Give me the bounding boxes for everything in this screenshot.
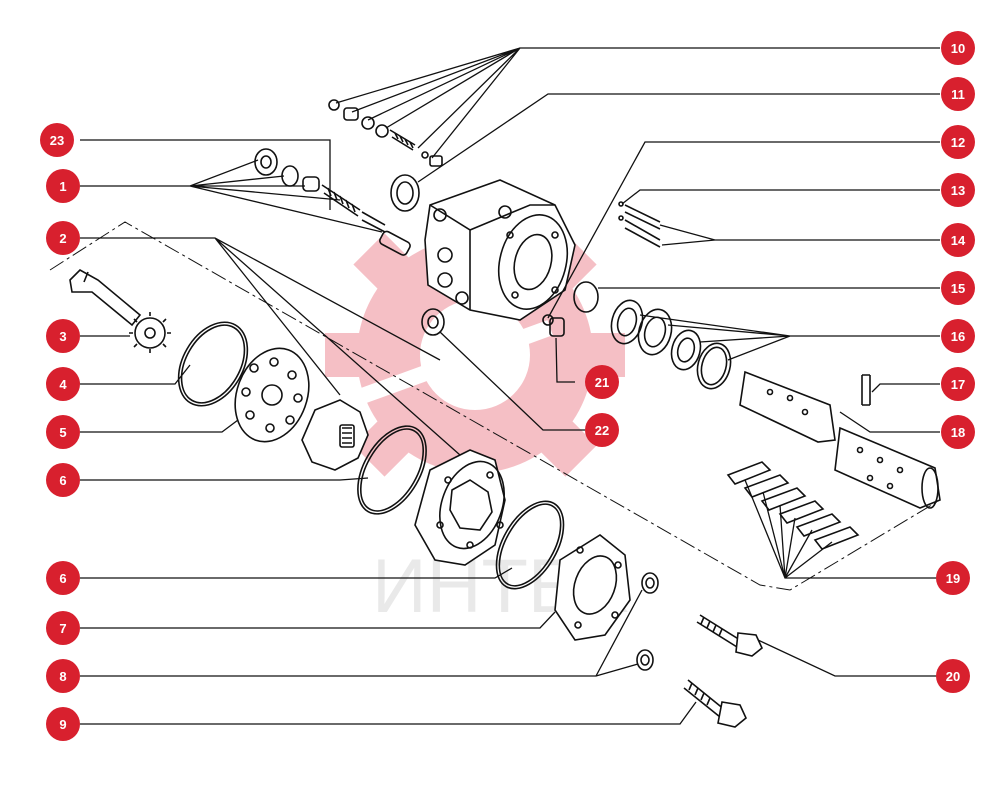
callout-17-label: 17: [951, 377, 965, 392]
plug-21: [549, 317, 565, 337]
callout-10: 10: [941, 31, 975, 65]
callout-20-label: 20: [946, 669, 960, 684]
callout-13: 13: [941, 173, 975, 207]
washers-8: [636, 572, 659, 671]
callout-19-label: 19: [946, 571, 960, 586]
ring-15: [573, 281, 599, 313]
callout-3: 3: [46, 319, 80, 353]
callout-7: 7: [46, 611, 80, 645]
callout-11: 11: [941, 77, 975, 111]
callout-9-label: 9: [59, 717, 66, 732]
parts-10-set: [328, 99, 443, 167]
callout-3-label: 3: [59, 329, 66, 344]
callout-18: 18: [941, 415, 975, 449]
spool-sleeve-18: [739, 370, 941, 509]
callout-22-label: 22: [595, 423, 609, 438]
callout-12: 12: [941, 125, 975, 159]
callout-8: 8: [46, 659, 80, 693]
parts-group: [49, 99, 941, 728]
callout-6-upper-label: 6: [59, 473, 66, 488]
callout-badges: 1 2 3 4 5 6 6 7 8 9 10 11 12 13 14 15 16…: [40, 31, 975, 741]
seal-ring-11: [390, 174, 420, 212]
plate-5: [234, 347, 310, 443]
callout-6-lower-label: 6: [59, 571, 66, 586]
callout-4: 4: [46, 367, 80, 401]
callout-19: 19: [936, 561, 970, 595]
callout-8-label: 8: [59, 669, 66, 684]
nut-22: [421, 308, 445, 336]
callout-6-lower: 6: [46, 561, 80, 595]
housing-body: [424, 179, 576, 321]
callout-15: 15: [941, 271, 975, 305]
callout-6-upper: 6: [46, 463, 80, 497]
callout-17: 17: [941, 367, 975, 401]
o-ring-4: [177, 321, 249, 407]
callout-9: 9: [46, 707, 80, 741]
callout-2-label: 2: [59, 231, 66, 246]
pin-17: [861, 374, 871, 406]
callout-7-label: 7: [59, 621, 66, 636]
o-ring-6-lower: [495, 500, 565, 590]
callout-21-label: 21: [595, 375, 609, 390]
end-cover-7: [554, 534, 631, 641]
callout-10-label: 10: [951, 41, 965, 56]
callout-15-label: 15: [951, 281, 965, 296]
rotor-star: [301, 399, 369, 471]
leader-lines: [80, 47, 940, 725]
leaf-springs-19: [726, 461, 860, 550]
callout-14: 14: [941, 223, 975, 257]
callout-16-label: 16: [951, 329, 965, 344]
callout-2: 2: [46, 221, 80, 255]
bearing-set-16: [610, 299, 732, 390]
callout-1: 1: [46, 169, 80, 203]
callout-5: 5: [46, 415, 80, 449]
callout-20: 20: [936, 659, 970, 693]
callout-22: 22: [585, 413, 619, 447]
callout-21: 21: [585, 365, 619, 399]
callout-1-label: 1: [59, 179, 66, 194]
bolt-20: [696, 614, 763, 657]
callout-16: 16: [941, 319, 975, 353]
callout-4-label: 4: [59, 377, 67, 392]
callout-23: 23: [40, 123, 74, 157]
callout-5-label: 5: [59, 425, 66, 440]
callout-14-label: 14: [951, 233, 966, 248]
callout-11-label: 11: [951, 87, 965, 102]
callout-18-label: 18: [951, 425, 965, 440]
callout-13-label: 13: [951, 183, 965, 198]
callout-23-label: 23: [50, 133, 64, 148]
pins-13-14: [618, 201, 661, 248]
gear-3: [129, 312, 171, 353]
shaft-2: [69, 269, 142, 327]
o-ring-6-upper: [357, 425, 427, 515]
bolt-9: [683, 679, 747, 728]
callout-12-label: 12: [951, 135, 965, 150]
gerotor-set: [414, 449, 506, 566]
